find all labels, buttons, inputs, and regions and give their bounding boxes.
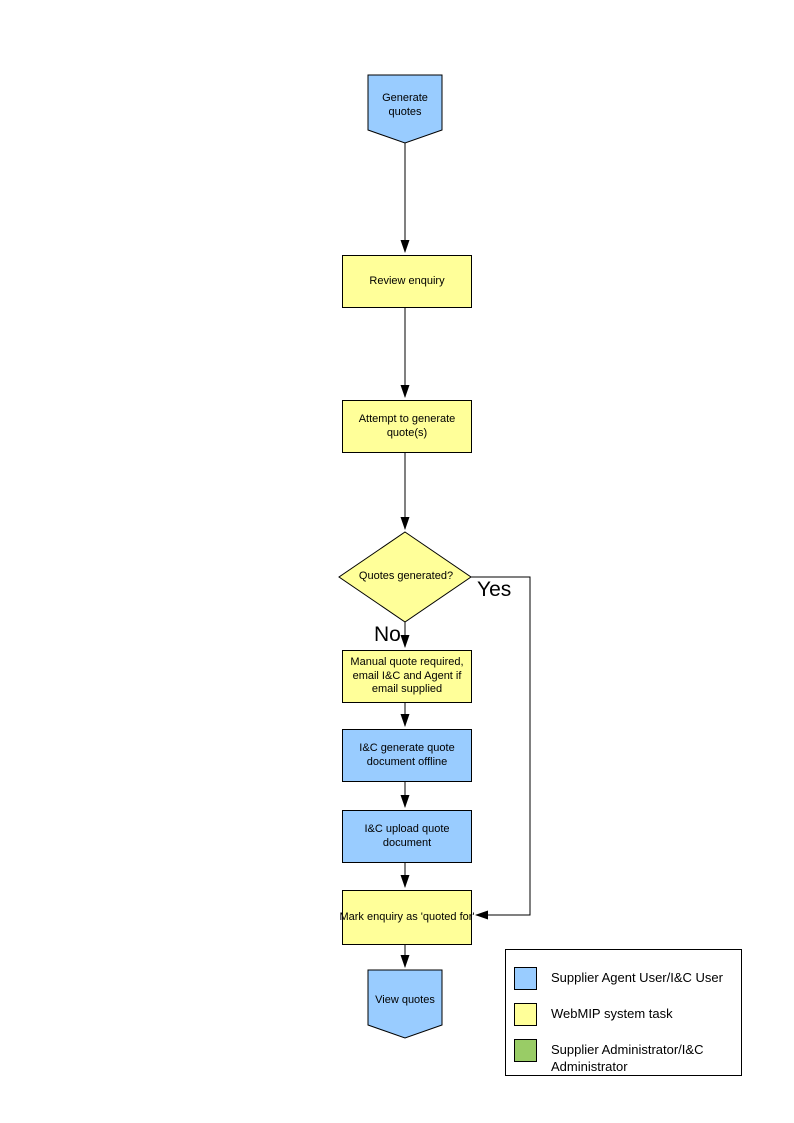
legend-label-system-task: WebMIP system task xyxy=(551,1006,673,1021)
legend-row-agent-user: Supplier Agent User/I&C User xyxy=(514,967,735,990)
legend-label-agent-user: Supplier Agent User/I&C User xyxy=(551,970,723,985)
review-enquiry-node: Review enquiry xyxy=(342,255,472,308)
mark-enquiry-label: Mark enquiry as 'quoted for' xyxy=(339,910,475,923)
attempt-generate-node: Attempt to generate quote(s) xyxy=(342,400,472,453)
legend: Supplier Agent User/I&C User WebMIP syst… xyxy=(505,949,742,1076)
legend-swatch-yellow xyxy=(514,1003,537,1026)
legend-row-system-task: WebMIP system task xyxy=(514,1003,735,1026)
manual-quote-node: Manual quote required, email I&C and Age… xyxy=(342,650,472,703)
yes-branch-label: Yes xyxy=(477,578,512,601)
arrow-decision-yes-to-mark xyxy=(471,576,531,920)
legend-swatch-green xyxy=(514,1039,537,1062)
generate-quotes-shape xyxy=(367,74,443,144)
quotes-generated-decision-shape xyxy=(338,531,472,623)
legend-swatch-blue xyxy=(514,967,537,990)
review-enquiry-label: Review enquiry xyxy=(369,274,445,287)
generate-offline-label: I&C generate quote document offline xyxy=(359,741,455,768)
view-quotes-shape xyxy=(367,969,443,1039)
upload-quote-label: I&C upload quote document xyxy=(364,822,450,849)
legend-label-administrator: Supplier Administrator/I&C Administrator xyxy=(551,1042,704,1074)
no-branch-label: No xyxy=(374,623,401,646)
generate-offline-node: I&C generate quote document offline xyxy=(342,729,472,782)
mark-enquiry-node: Mark enquiry as 'quoted for' xyxy=(339,890,475,945)
attempt-generate-label: Attempt to generate quote(s) xyxy=(358,412,456,439)
upload-quote-node: I&C upload quote document xyxy=(342,810,472,863)
legend-row-administrator: Supplier Administrator/I&C Administrator xyxy=(514,1039,735,1076)
manual-quote-label: Manual quote required, email I&C and Age… xyxy=(350,655,464,696)
